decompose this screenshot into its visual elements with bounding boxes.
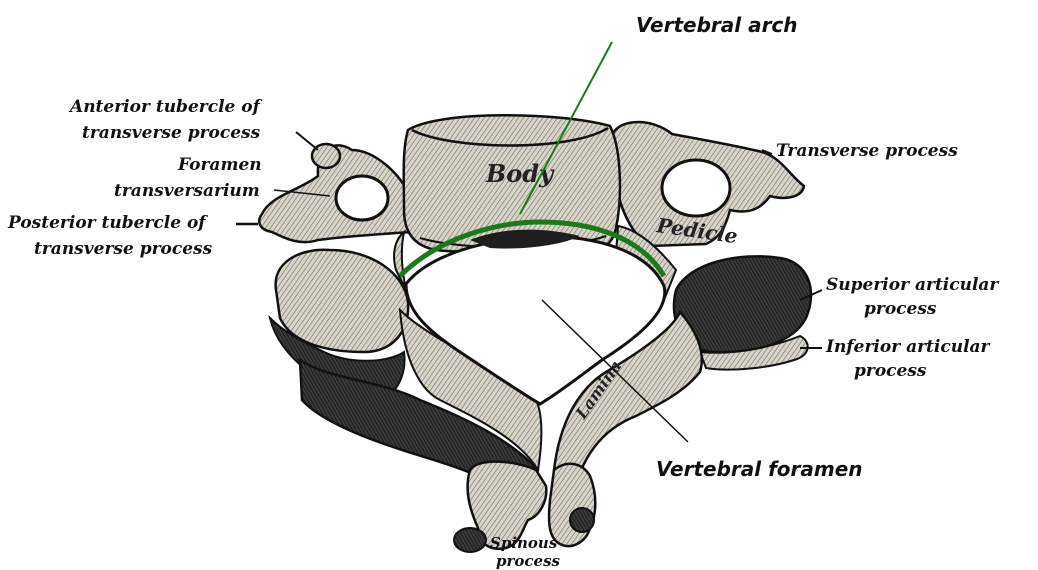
label-inferior-articular-1: Inferior articular: [825, 337, 991, 357]
label-anterior-tubercle-1: Anterior tubercle of: [68, 97, 263, 117]
leader-anterior-tubercle: [296, 132, 318, 150]
label-foramen-transversarium-2: transversarium: [114, 181, 260, 201]
label-body: Body: [485, 159, 555, 188]
callout-vertebral-foramen: Vertebral foramen: [656, 457, 863, 481]
right-foramen-transversarium: [662, 160, 730, 216]
label-superior-articular-2: process: [864, 299, 937, 319]
callout-vertebral-arch: Vertebral arch: [636, 13, 798, 37]
left-foramen-transversarium: [336, 176, 388, 220]
label-transverse-process: Transverse process: [776, 141, 958, 161]
label-superior-articular-1: Superior articular: [826, 275, 999, 295]
label-anterior-tubercle-2: transverse process: [82, 123, 261, 143]
label-posterior-tubercle-1: Posterior tubercle of: [7, 213, 208, 233]
label-spinous-1: Spinous: [490, 534, 558, 552]
label-foramen-transversarium-1: Foramen: [177, 155, 262, 175]
label-spinous-2: process: [496, 552, 561, 570]
label-inferior-articular-2: process: [854, 361, 927, 381]
label-posterior-tubercle-2: transverse process: [34, 239, 213, 259]
